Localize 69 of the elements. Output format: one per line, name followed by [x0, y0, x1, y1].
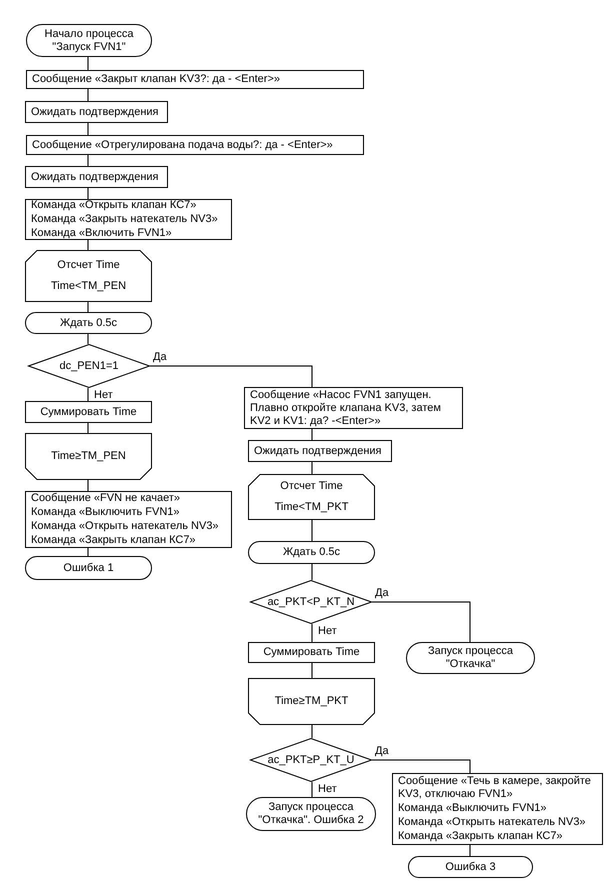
process-box [26, 70, 364, 89]
node-text: Time≥TM_PEN [51, 450, 126, 463]
node-text: Сообщение «Закрыт клапан KV3?: да - <Enter>» [32, 73, 280, 86]
node-text: Ждать 0.5с [60, 316, 118, 330]
node-text: Запуск процесса "Откачка" [426, 645, 514, 671]
node-text: Команда «Закрыть клапан КС7» [398, 830, 563, 843]
node-text: Ожидать подтверждения [31, 106, 158, 118]
process-box [244, 387, 463, 429]
node-text: Команда «Закрыть клапан КС7» [31, 534, 196, 547]
node-text: Сообщение «Отрегулирована подача воды?: да - <Enter>» [32, 138, 333, 152]
node-text: Time≥TM_PKT [274, 695, 348, 708]
terminal-shape [26, 24, 152, 57]
connector-line [372, 760, 470, 774]
node-text: Ошибка 3 [445, 860, 496, 874]
node-text: Команда «Выключить FVN1» [398, 802, 547, 815]
process-box [248, 440, 392, 462]
node-text: Ошибка 1 [63, 562, 114, 574]
terminal-shape [248, 541, 375, 564]
loop-end-shape [25, 433, 152, 480]
node-text: ac_PKT<P_KT_N [267, 596, 355, 608]
node-text: Команда «Выключить FVN1» [31, 506, 180, 519]
node-text: Time<TM_PKT [274, 501, 348, 514]
process-box [25, 491, 232, 548]
process-box [25, 199, 232, 240]
node-text: Начало процесса "Запуск FVN1" [44, 28, 134, 54]
decision-diamond [28, 344, 150, 388]
process-box [248, 642, 375, 663]
connector-line [150, 366, 312, 388]
edge-label: Да [375, 745, 389, 758]
node-text: Отсчет Time [57, 259, 120, 272]
node-text: Команда «Открыть натекатель NV3» [31, 520, 219, 533]
loop-start-shape [25, 250, 152, 302]
node-text: Сообщение «Насос FVN1 запущен. Плавно откройте клапана KV3, затем KV2 и KV1: да? -<Enter>» [250, 388, 442, 428]
terminal-shape [406, 642, 535, 674]
loop-end-shape [248, 678, 375, 725]
process-box [25, 401, 152, 423]
node-text: Суммировать Time [40, 406, 137, 418]
edge-label: Да [375, 587, 389, 600]
edge-label: Нет [318, 783, 337, 796]
decision-diamond [250, 738, 372, 782]
node-text: Сообщение «Течь в камере, закройте KV3, отключаю FVN1» [398, 775, 592, 801]
decision-diamond [250, 580, 372, 624]
edge-label: Нет [318, 625, 337, 638]
node-text: Отсчет Time [280, 480, 343, 493]
node-text: dc_PEN1=1 [59, 360, 118, 372]
node-text: Команда «Открыть натекатель NV3» [398, 816, 586, 829]
node-text: ac_PKT≥P_KT_U [268, 754, 354, 766]
node-text: Time<TM_PEN [50, 280, 126, 293]
process-box [392, 773, 603, 845]
terminal-shape [408, 856, 533, 878]
node-text: Суммировать Time [263, 646, 360, 659]
node-text: Команда «Закрыть натекатель NV3» [31, 213, 218, 226]
node-text: Ожидать подтверждения [254, 444, 382, 458]
node-text: Запуск процесса "Откачка". Ошибка 2 [257, 801, 365, 827]
node-text: Команда «Открыть клапан КС7» [31, 199, 196, 212]
node-text: Сообщение «FVN не качает» [31, 492, 180, 505]
edge-label: Да [153, 351, 167, 364]
process-box [26, 135, 364, 155]
process-box [25, 101, 168, 123]
node-text: Команда «Включить FVN1» [31, 227, 172, 240]
terminal-shape [246, 797, 376, 831]
process-box [25, 166, 168, 188]
connector-line [372, 602, 470, 642]
node-text: Ожидать подтверждения [31, 170, 158, 184]
node-text: Ждать 0.5с [282, 546, 340, 559]
terminal-shape [25, 312, 152, 334]
loop-start-shape [248, 474, 375, 520]
terminal-shape [25, 556, 152, 580]
edge-label: Нет [94, 389, 113, 402]
